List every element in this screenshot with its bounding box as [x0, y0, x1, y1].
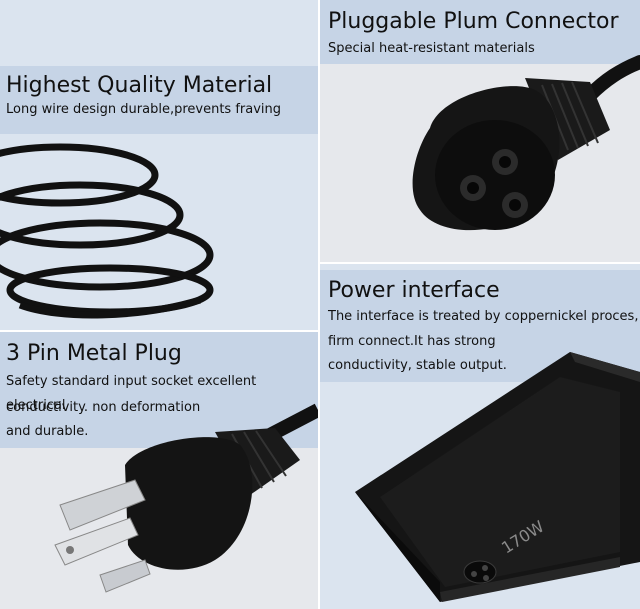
panel-power-interface: Power interface The interface is treated… — [320, 262, 640, 609]
panel-title: 3 Pin Metal Plug — [6, 341, 182, 366]
right-divider — [320, 262, 640, 264]
panel-line-2: firm connect.It has strong — [328, 334, 496, 349]
panel-line-2: conductivity. non deformation — [6, 400, 201, 415]
panel-line-3: conductivity, stable output. — [328, 358, 507, 373]
panel-subtitle: Long wire design durable,prevents fravin… — [6, 102, 282, 117]
coiled-cable-image — [0, 143, 214, 319]
three-pin-plug-image — [54, 403, 318, 593]
title-band — [0, 66, 318, 134]
vertical-divider — [318, 0, 320, 609]
panel-title: Power interface — [328, 278, 500, 303]
panel-title: Highest Quality Material — [6, 73, 273, 98]
left-divider — [0, 330, 318, 332]
title-band — [320, 0, 640, 64]
panel-line-1: Safety standard input socket excellent e… — [6, 374, 257, 413]
panel-title: Pluggable Plum Connector — [328, 9, 619, 34]
panel-quality-material: Highest Quality Material Long wire desig… — [0, 0, 318, 330]
power-adapter-image: 170W — [355, 352, 640, 602]
plum-connector-image — [412, 55, 640, 231]
panel-line-3: and durable. — [6, 424, 89, 439]
title-band — [0, 332, 318, 448]
panel-metal-plug: 3 Pin Metal Plug Safety standard input s… — [0, 330, 318, 609]
panel-line-1: The interface is treated by coppernickel… — [328, 309, 639, 324]
panel-subtitle: Special heat-resistant materials — [328, 41, 535, 56]
panel-plum-connector: Pluggable Plum Connector Special heat-re… — [320, 0, 640, 262]
